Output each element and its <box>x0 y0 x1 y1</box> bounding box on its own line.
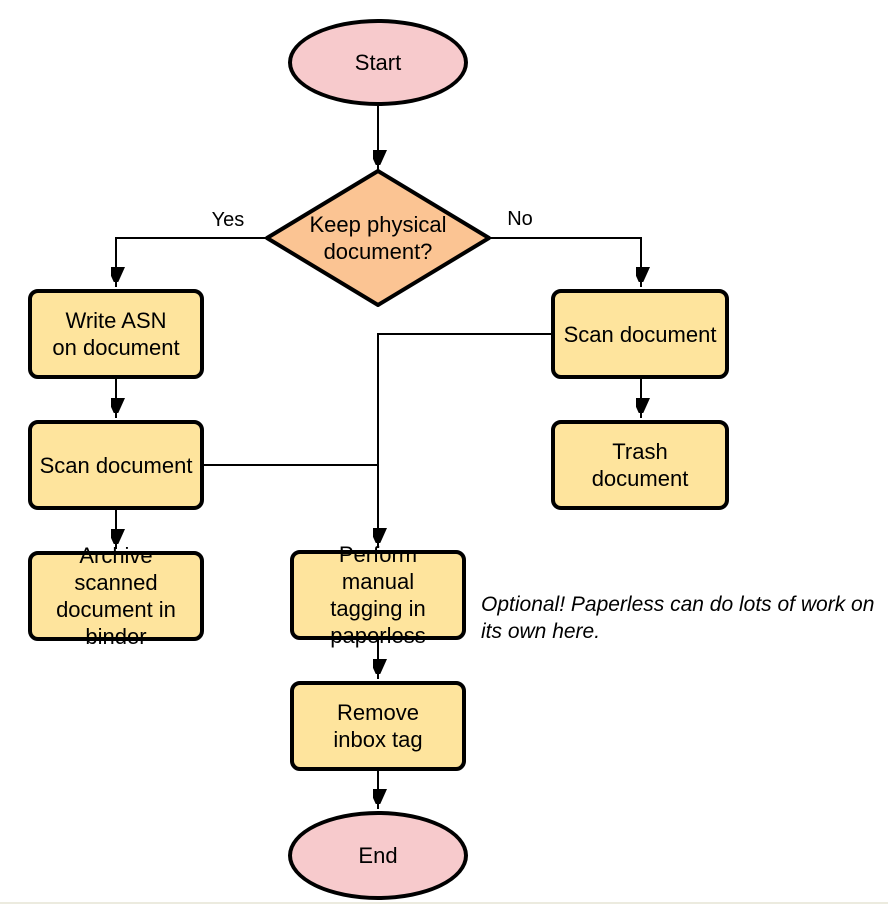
node-decision-label: Keep physical document? <box>309 212 447 264</box>
bottom-divider <box>0 902 888 904</box>
edge-label-yes: Yes <box>211 209 245 231</box>
edges <box>116 106 641 809</box>
node-archive: Archive scanned document in binder <box>28 543 204 649</box>
node-remove-tag-label: Remove inbox tag <box>333 700 423 752</box>
edge-decision-yes-to-write-asn <box>116 237 266 287</box>
node-start-label: Start <box>354 50 402 75</box>
edge-label-no: No <box>507 208 533 230</box>
node-trash: Trash document <box>551 420 729 510</box>
node-archive-label: Archive scanned document in binder <box>56 543 176 649</box>
edge-decision-no-to-scan-right <box>490 237 641 287</box>
node-remove-tag: Remove inbox tag <box>290 681 466 771</box>
node-write-asn: Write ASN on document <box>28 289 204 379</box>
node-tagging: Perform manual tagging in paperless <box>290 542 466 648</box>
node-end: End <box>288 811 468 900</box>
node-scan-document-left: Scan document <box>28 420 204 510</box>
node-end-label: End <box>358 843 398 868</box>
node-start: Start <box>288 19 468 106</box>
annotation-optional-note: Optional! Paperless can do lots of work … <box>481 593 875 643</box>
edge-scan-right-to-tagging <box>378 333 551 548</box>
decision-diamond-shape <box>265 169 491 307</box>
node-trash-label: Trash document <box>591 439 689 491</box>
node-scan-document-right: Scan document <box>551 289 729 379</box>
node-scan-document-right-label: Scan document <box>563 321 717 347</box>
node-scan-document-left-label: Scan document <box>39 452 193 478</box>
node-tagging-label: Perform manual tagging in paperless <box>330 542 426 648</box>
node-write-asn-label: Write ASN on document <box>52 308 180 360</box>
